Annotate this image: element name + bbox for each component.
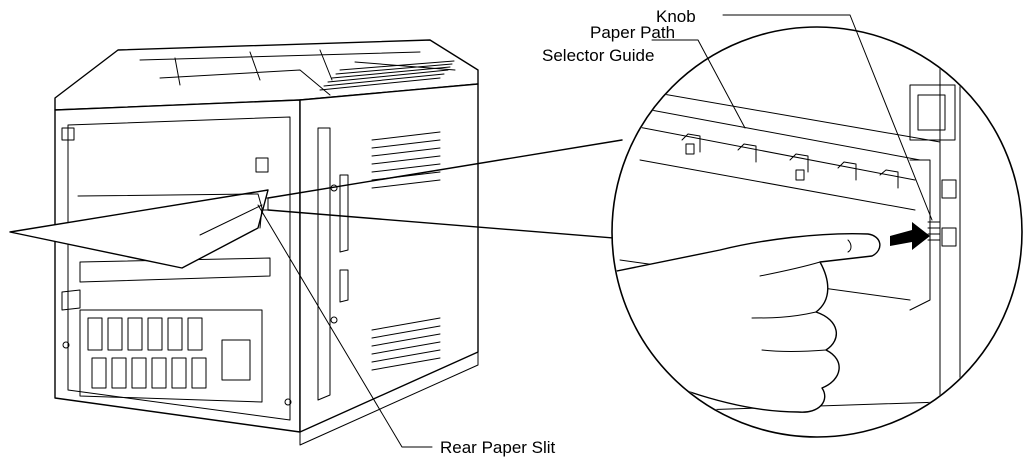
- callout-leaders: [257, 14, 933, 448]
- selector-guide-slots: [681, 133, 899, 189]
- label-rear-slit: Rear Paper Slit: [440, 438, 556, 457]
- label-knob: Knob: [656, 7, 696, 26]
- output-tray-ridges: [319, 60, 455, 91]
- label-guide-line1: Paper Path: [590, 23, 675, 42]
- printer-illustration: [54, 39, 479, 446]
- arrow-icon: [890, 222, 930, 250]
- paper-sheet: [9, 189, 269, 269]
- printer-side-face: [299, 83, 479, 433]
- magnified-detail: [267, 26, 1023, 438]
- side-vents: [371, 131, 441, 371]
- knob-ridges: [927, 221, 941, 241]
- rear-vents: [79, 309, 263, 403]
- label-guide-line2: Selector Guide: [542, 46, 654, 65]
